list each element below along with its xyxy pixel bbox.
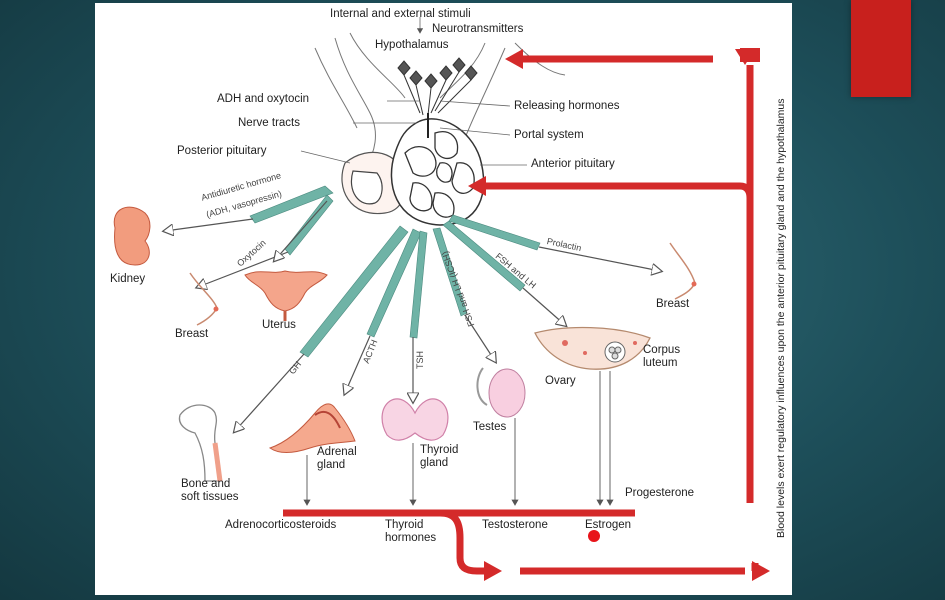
adrenal-icon (268, 403, 356, 453)
label-estrogen: Estrogen (585, 519, 632, 531)
hypothalamic-neurons-icon (397, 57, 478, 116)
diagram-graphics (113, 17, 770, 581)
label-adh-oxytocin: ADH and oxytocin (217, 93, 310, 105)
label-leader-lines (300, 17, 527, 166)
uterus-icon (244, 270, 328, 321)
feedback-arrows (283, 55, 759, 575)
label-uterus: Uterus (262, 319, 296, 331)
testes-icon (476, 367, 526, 418)
label-portal-system: Portal system (514, 129, 584, 141)
pituitary-diagram: Internal and external stimuli Neurotrans… (95, 3, 792, 595)
label-bone: Bone and soft tissues (181, 478, 239, 504)
label-hypothalamus: Hypothalamus (375, 39, 449, 51)
label-adrenocorticosteroids: Adrenocorticosteroids (225, 519, 337, 531)
kidney-icon (113, 206, 151, 266)
label-stimuli: Internal and external stimuli (330, 8, 471, 20)
label-kidney: Kidney (110, 273, 146, 285)
slide-accent-bar (851, 0, 911, 97)
label-corpus-luteum: Corpus luteum (643, 344, 681, 370)
bone-icon (178, 404, 223, 482)
label-thyroid: Thyroid gland (420, 444, 459, 470)
label-testes: Testes (473, 421, 507, 433)
label-breast-right: Breast (656, 298, 690, 310)
label-breast-left: Breast (175, 328, 209, 340)
label-thyroid-hormones: Thyroid hormones (385, 519, 437, 545)
label-adrenal: Adrenal gland (317, 446, 357, 472)
hormone-tracts (249, 185, 541, 358)
label-anterior-pituitary: Anterior pituitary (531, 158, 615, 170)
label-posterior-pituitary: Posterior pituitary (177, 145, 267, 157)
label-progesterone: Progesterone (625, 487, 695, 499)
label-testosterone: Testosterone (482, 519, 548, 531)
breast-right-icon (669, 242, 697, 300)
pointer-dot (588, 530, 600, 542)
tract-arrows (165, 200, 660, 431)
label-feedback: Blood levels exert regulatory influences… (775, 98, 787, 538)
label-tsh-tract: TSH (415, 351, 425, 369)
label-releasing-hormones: Releasing hormones (514, 100, 620, 112)
pituitary-gland (341, 113, 485, 226)
label-nerve-tracts: Nerve tracts (238, 117, 300, 129)
thyroid-icon (381, 398, 449, 441)
product-leader-lines (303, 371, 614, 506)
breast-left-icon (189, 272, 219, 326)
label-neurotransmitters: Neurotransmitters (432, 23, 524, 35)
feedback-corner (740, 48, 760, 62)
label-ovary: Ovary (545, 375, 576, 387)
ovary-icon (534, 326, 651, 370)
hypothalamus-outline (314, 32, 566, 169)
